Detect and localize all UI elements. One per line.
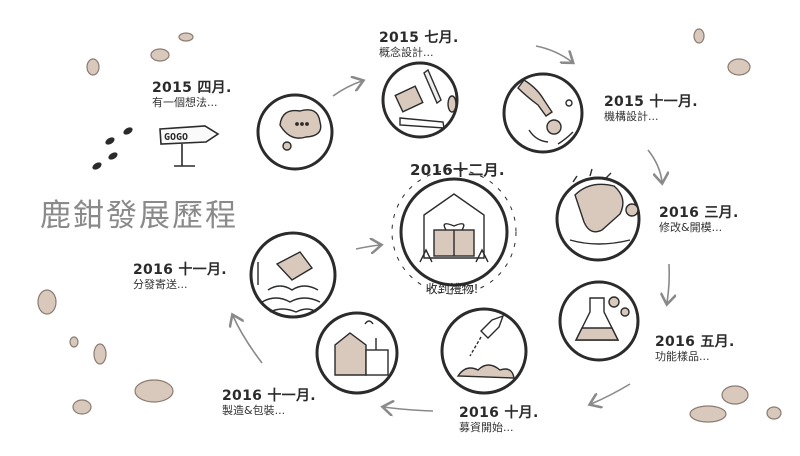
label-mechanism: 2015 十一月. 機構設計... [604, 94, 698, 124]
milestone-desc: 有一個想法... [152, 96, 218, 110]
milestone-desc: 機構設計... [604, 110, 659, 124]
arrow-manufacture-to-ship [233, 316, 263, 364]
milestone-circle-fundraise [440, 307, 528, 395]
center-caption: 收到禮物! [425, 282, 479, 296]
arrow-idea-to-concept [332, 81, 362, 97]
label-fundraise: 2016 十月. 募資開始... [459, 405, 539, 435]
gift-house-icon [419, 193, 489, 263]
flask-icon [574, 296, 630, 341]
arrow-concept-to-mechanism [535, 45, 572, 62]
label-concept: 2015 七月. 概念設計... [379, 30, 459, 60]
label-ship: 2016 十一月. 分發寄送... [133, 262, 227, 292]
label-center: 2016十二月. [410, 161, 505, 179]
label-idea: 2015 四月. 有一個想法... [152, 80, 232, 110]
hand-tool-icon [569, 168, 639, 245]
label-manufacture: 2016 十一月. 製造&包裝... [222, 388, 316, 418]
milestone-date: 2016 三月. [659, 205, 739, 221]
signpost-icon [159, 125, 220, 167]
milestone-desc: 製造&包裝... [222, 404, 286, 418]
page-title: 鹿鉗發展歷程 [40, 198, 238, 234]
center-date: 2016十二月. [410, 161, 505, 179]
wrench-gear-icon [517, 79, 574, 145]
decorative-stones [37, 28, 782, 423]
milestone-date: 2015 十一月. [604, 94, 698, 110]
milestone-date: 2016 五月. [655, 334, 735, 350]
milestone-date: 2016 十一月. [133, 262, 227, 278]
label-mold: 2016 三月. 修改&開模... [659, 205, 739, 235]
footprints-icon [92, 127, 133, 170]
label-sample: 2016 五月. 功能樣品... [655, 334, 735, 364]
milestone-desc: 募資開始... [459, 421, 514, 435]
milestone-date: 2016 十一月. [222, 388, 316, 404]
milestone-desc: 功能樣品... [655, 350, 710, 364]
milestone-date: 2016 十月. [459, 405, 539, 421]
center-halo [391, 169, 517, 295]
arrow-mold-to-sample [667, 263, 669, 303]
arrow-mechanism-to-mold [647, 149, 662, 182]
milestone-desc: 修改&開模... [659, 221, 723, 235]
milestone-date: 2015 四月. [152, 80, 232, 96]
signpost-text: GOGO [164, 132, 188, 143]
thought-bubble-icon [279, 109, 322, 151]
milestone-date: 2015 七月. [379, 30, 459, 46]
arrow-fundraise-to-manufacture [384, 407, 434, 411]
milestone-desc: 概念設計... [379, 46, 434, 60]
boat-package-icon [257, 251, 321, 313]
arrow-ship-to-center [355, 245, 380, 249]
arrow-sample-to-fundraise [591, 383, 631, 404]
rocket-icon [456, 314, 515, 379]
pencil-ruler-icon [394, 68, 457, 129]
process-arrows [233, 45, 669, 411]
factory-icon [334, 320, 389, 376]
milestone-desc: 分發寄送... [133, 278, 188, 292]
